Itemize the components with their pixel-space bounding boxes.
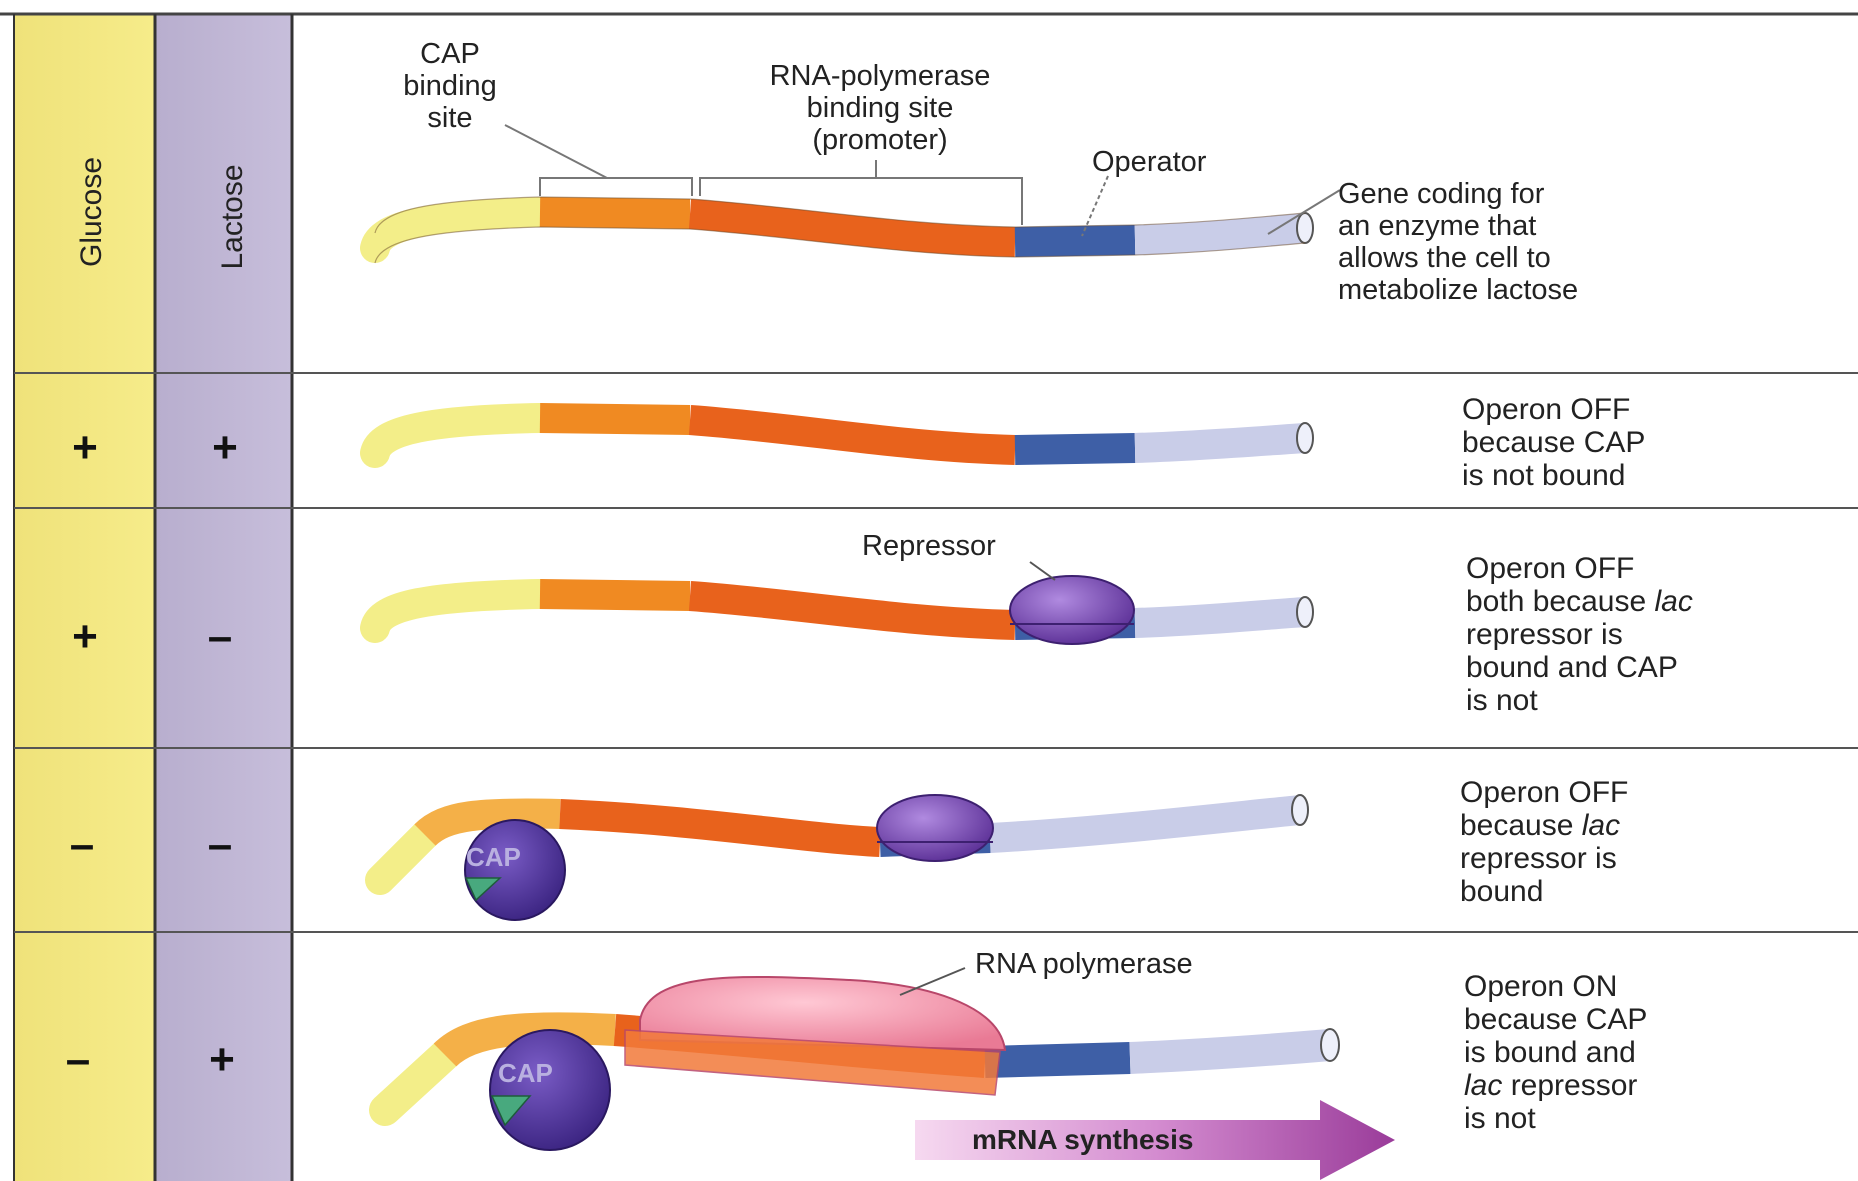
row4-glucose-sign: –	[48, 1035, 108, 1085]
lactose-header: Lactose	[216, 162, 250, 272]
row2-glucose-sign: +	[55, 612, 115, 662]
promoter-label: RNA-polymerase binding site (promoter)	[680, 60, 1080, 156]
rna-polymerase-body	[625, 968, 1005, 1095]
cap-protein-row4	[490, 1030, 610, 1150]
row2-outcome: Operon OFF both because lac repressor is…	[1466, 552, 1693, 717]
gene-label: Gene coding for an enzyme that allows th…	[1338, 178, 1578, 306]
row3-lactose-sign: –	[190, 820, 250, 870]
dna-strand-row2	[375, 594, 1313, 628]
row4-lactose-sign: +	[192, 1035, 252, 1085]
rna-polymerase-label: RNA polymerase	[975, 948, 1193, 980]
cap-label-row3: CAP	[466, 842, 521, 873]
glucose-header: Glucose	[75, 167, 109, 267]
dna-strand-row1	[375, 418, 1313, 453]
repressor-row3	[877, 795, 993, 861]
cap-label-row4: CAP	[498, 1058, 553, 1089]
repressor-label: Repressor	[862, 530, 996, 562]
row2-lactose-sign: –	[190, 612, 250, 662]
row4-outcome: Operon ON because CAP is bound and lac r…	[1464, 970, 1647, 1135]
dna-strand-labeled	[375, 197, 1313, 263]
repressor-row2	[1010, 562, 1134, 644]
operator-label: Operator	[1092, 146, 1206, 178]
mrna-synthesis-label: mRNA synthesis	[972, 1124, 1193, 1156]
row1-lactose-sign: +	[195, 423, 255, 473]
row3-glucose-sign: –	[52, 820, 112, 870]
row1-glucose-sign: +	[55, 423, 115, 473]
row1-outcome: Operon OFF because CAP is not bound	[1462, 393, 1645, 492]
cap-binding-site-label: CAP binding site	[365, 38, 535, 134]
row3-outcome: Operon OFF because lac repressor is boun…	[1460, 776, 1628, 908]
